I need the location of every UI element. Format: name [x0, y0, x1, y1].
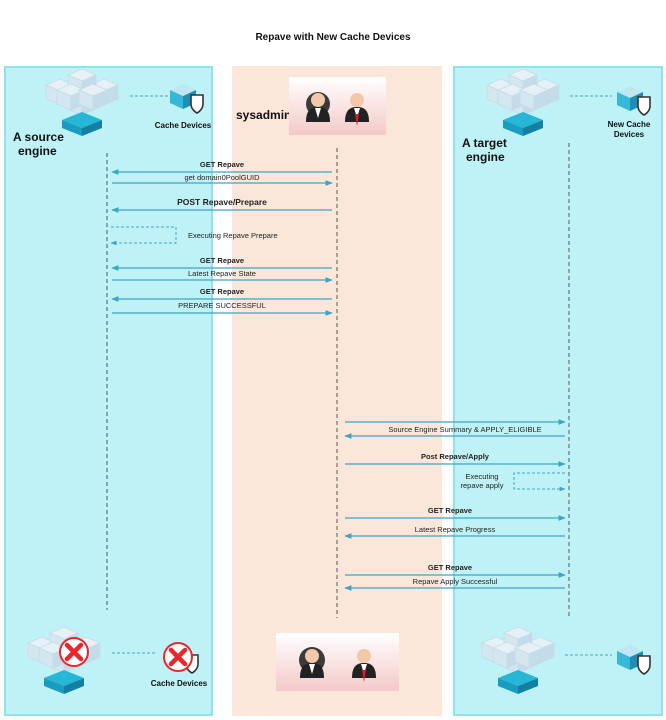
msg-get-repave-4: GET Repave	[427, 506, 473, 515]
female-admin-icon	[306, 92, 330, 122]
sysadmin-lane	[232, 66, 442, 716]
msg-get-repave-1: GET Repave	[199, 160, 245, 169]
msg-get-repave-2: GET Repave	[199, 256, 245, 265]
source-engine-icon	[46, 69, 118, 136]
footer-cache-devices-label: Cache Devices	[150, 679, 208, 688]
msg-exec-apply-line1: Executing	[465, 472, 499, 481]
male-admin-icon	[345, 93, 369, 126]
arrow-exec-apply-loop	[513, 472, 566, 492]
msg-post-prepare: POST Repave/Prepare	[177, 197, 267, 207]
red-x-icon	[60, 638, 88, 666]
msg-source-summary: Source Engine Summary & APPLY_ELIGIBLE	[388, 425, 542, 434]
source-engine-lane	[4, 66, 213, 716]
msg-latest-progress: Latest Repave Progress	[414, 525, 496, 534]
msg-get-pool-guid: get domain0PoolGUID	[184, 173, 260, 182]
msg-prepare-success: PREPARE SUCCESSFUL	[178, 301, 266, 310]
red-x-icon	[164, 643, 192, 671]
source-engine-label-line1: A source	[13, 130, 64, 144]
source-cache-devices-label: Cache Devices	[154, 121, 212, 130]
target-engine-lane	[453, 66, 663, 716]
female-admin-icon	[299, 647, 325, 678]
target-engine-label-line1: A target	[462, 136, 507, 150]
msg-exec-prepare: Executing Repave Prepare	[188, 231, 278, 240]
target-engine-icon-bottom	[482, 627, 554, 694]
target-cache-label-line2: Devices	[613, 130, 645, 139]
diagram-title: Repave with New Cache Devices	[255, 32, 411, 43]
msg-apply-success: Repave Apply Successful	[412, 577, 498, 586]
msg-exec-apply-line2: repave apply	[460, 481, 504, 490]
target-engine-label: A target engine	[462, 136, 507, 164]
arrow-exec-prepare-loop	[110, 226, 177, 246]
target-cache-devices-label: New Cache Devices	[598, 120, 660, 140]
target-engine-icon	[487, 69, 559, 136]
target-engine-label-line2: engine	[466, 150, 505, 164]
sysadmin-label: sysadmin	[236, 108, 292, 122]
msg-exec-apply: Executing repave apply	[452, 472, 512, 490]
target-cache-icon-bottom	[616, 644, 651, 675]
msg-latest-state: Latest Repave State	[188, 269, 256, 278]
sysadmin-people-top	[289, 77, 386, 135]
sysadmin-people-bottom	[276, 633, 399, 691]
target-cache-icon	[616, 85, 651, 116]
msg-post-apply: Post Repave/Apply	[421, 452, 489, 461]
target-cache-label-line1: New Cache	[607, 120, 651, 129]
male-admin-icon	[352, 649, 376, 682]
msg-get-repave-3: GET Repave	[199, 287, 245, 296]
source-engine-label-line2: engine	[18, 144, 57, 158]
msg-get-repave-5: GET Repave	[427, 563, 473, 572]
source-engine-label: A source engine	[13, 130, 64, 158]
source-cache-icon	[169, 83, 204, 114]
